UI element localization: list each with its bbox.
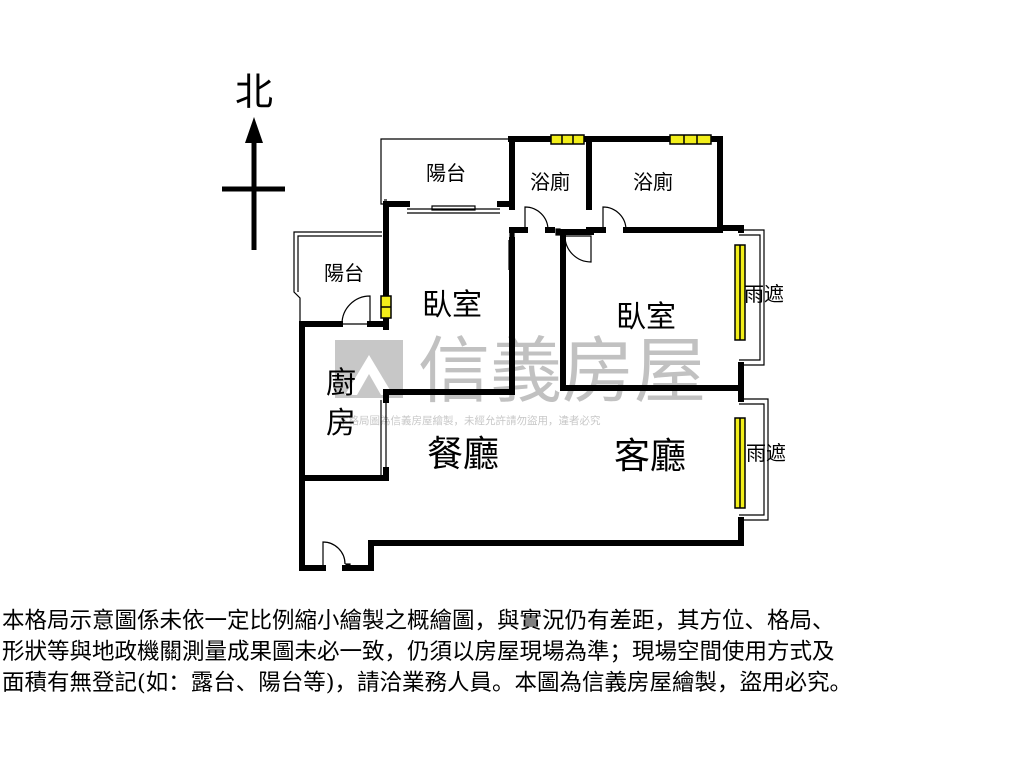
window-bath-right	[669, 134, 712, 145]
room-bedroom-right: 臥室	[616, 300, 676, 335]
disclaimer-line-1: 本格局示意圖係未依一定比例縮小繪製之概繪圖，與實況仍有差距，其方位、格局、	[2, 608, 835, 634]
room-dining: 餐廳	[427, 434, 499, 475]
disclaimer: 本格局示意圖係未依一定比例縮小繪製之概繪圖，與實況仍有差距，其方位、格局、 形狀…	[2, 606, 1022, 699]
room-balcony-left: 陽台	[324, 261, 364, 285]
watermark-notice: 本格局圖為信義房屋繪製，未經允許請勿盜用，違者必究	[338, 414, 601, 427]
room-labels: 陽台 浴廁 浴廁 陽台 臥室 臥室 雨遮 廚 房 餐廳 客廳 雨遮	[324, 161, 786, 477]
room-balcony-top: 陽台	[426, 161, 466, 185]
room-bath-right: 浴廁	[633, 170, 673, 194]
compass-north-label: 北	[235, 70, 273, 114]
room-awning-upper: 雨遮	[744, 282, 784, 306]
room-bath-left: 浴廁	[530, 170, 570, 194]
windows	[380, 134, 746, 509]
room-kitchen-line1: 廚	[326, 366, 356, 401]
doors	[322, 206, 627, 571]
watermark: 信義房屋 本格局圖為信義房屋繪製，未經允許請勿盜用，違者必究	[335, 329, 706, 427]
compass: 北	[222, 70, 285, 250]
room-awning-lower: 雨遮	[746, 441, 786, 465]
room-living: 客廳	[614, 436, 686, 477]
walls	[299, 136, 744, 571]
disclaimer-line-2: 形狀等與地政機關測量成果圖未必一致，仍須以房屋現場為準；現場空間使用方式及	[2, 639, 835, 665]
room-kitchen-line2: 房	[326, 406, 356, 441]
floor-plan: 北 信義房屋 本格局圖為信義房屋繪製，未經允許請勿盜用，違者必究	[222, 70, 786, 571]
room-bedroom-left: 臥室	[422, 288, 482, 323]
disclaimer-line-3: 面積有無登記(如：露台、陽台等)，請洽業務人員。本圖為信義房屋繪製，盜用必究。	[2, 670, 853, 696]
watermark-logo-mark	[345, 355, 393, 395]
window-bath-left	[550, 134, 585, 145]
north-arrow-head	[245, 117, 263, 143]
